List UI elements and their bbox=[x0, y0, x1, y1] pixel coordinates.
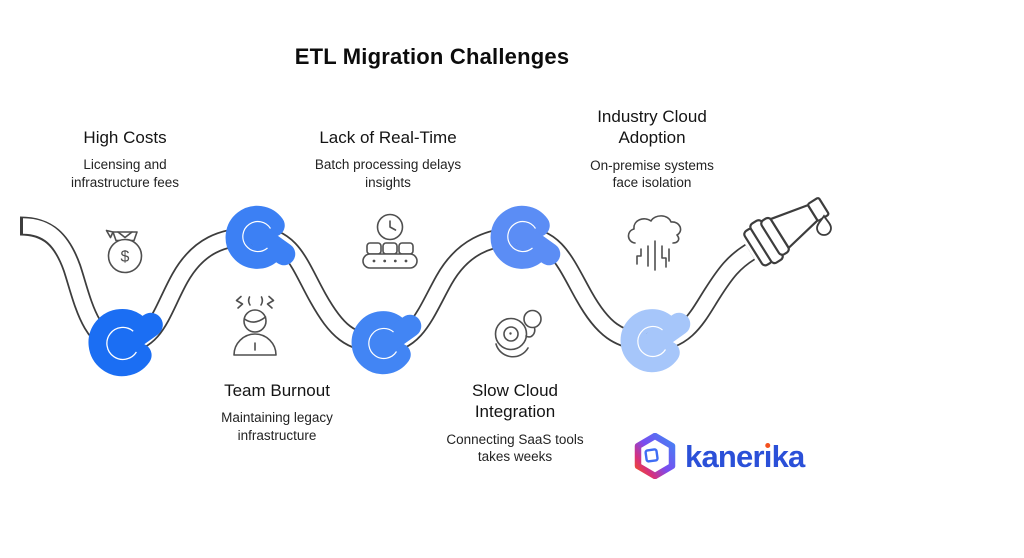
challenge-description: Connecting SaaS tools takes weeks bbox=[446, 431, 584, 464]
challenge-title: High Costs bbox=[83, 128, 167, 147]
challenge-title: Slow Cloud Integration bbox=[472, 381, 558, 422]
challenge-slow-cloud-integration: Slow Cloud Integration Connecting SaaS t… bbox=[415, 380, 615, 465]
wordmark-part: ka bbox=[771, 438, 806, 474]
brand-logo: kanerıka bbox=[634, 431, 806, 481]
wordmark-part: kaner bbox=[685, 438, 765, 474]
challenge-lack-of-real-time: Lack of Real-Time Batch processing delay… bbox=[288, 127, 488, 191]
challenge-description: Maintaining legacy infrastructure bbox=[221, 410, 333, 443]
dollar-symbol: $ bbox=[121, 249, 130, 266]
cloud-circuit-icon bbox=[627, 215, 682, 271]
challenge-title: Team Burnout bbox=[224, 381, 330, 400]
challenge-team-burnout: Team Burnout Maintaining legacy infrastr… bbox=[177, 380, 377, 444]
batch-conveyor-clock-icon bbox=[362, 213, 418, 269]
brand-cube-icon bbox=[634, 433, 676, 479]
challenge-description: Licensing and infrastructure fees bbox=[70, 157, 180, 190]
water-drop-icon bbox=[816, 214, 832, 236]
challenge-high-costs: High Costs Licensing and infrastructure … bbox=[25, 127, 225, 191]
challenge-title: Lack of Real-Time bbox=[319, 128, 457, 147]
nozzle bbox=[743, 197, 830, 267]
brand-wordmark: kanerıka bbox=[685, 438, 806, 474]
stressed-person-icon bbox=[233, 295, 277, 356]
challenge-industry-cloud-adoption: Industry Cloud Adoption On-premise syste… bbox=[552, 106, 752, 191]
knot-team-burnout bbox=[237, 217, 284, 258]
knot-slow-cloud-integration bbox=[502, 217, 549, 258]
knot-industry-cloud-adoption bbox=[632, 320, 679, 361]
money-bag-icon: $ bbox=[105, 229, 143, 274]
snail-icon bbox=[494, 309, 542, 358]
knot-lack-of-real-time bbox=[363, 322, 410, 363]
page-title: ETL Migration Challenges bbox=[294, 44, 570, 69]
challenge-title: Industry Cloud Adoption bbox=[597, 107, 707, 148]
wordmark-part: ı bbox=[763, 438, 773, 474]
wordmark-i-accent: ı bbox=[763, 438, 773, 474]
challenge-description: On-premise systems face isolation bbox=[590, 157, 714, 190]
knot-high-costs bbox=[100, 321, 150, 364]
challenge-description: Batch processing delays insights bbox=[314, 157, 462, 190]
